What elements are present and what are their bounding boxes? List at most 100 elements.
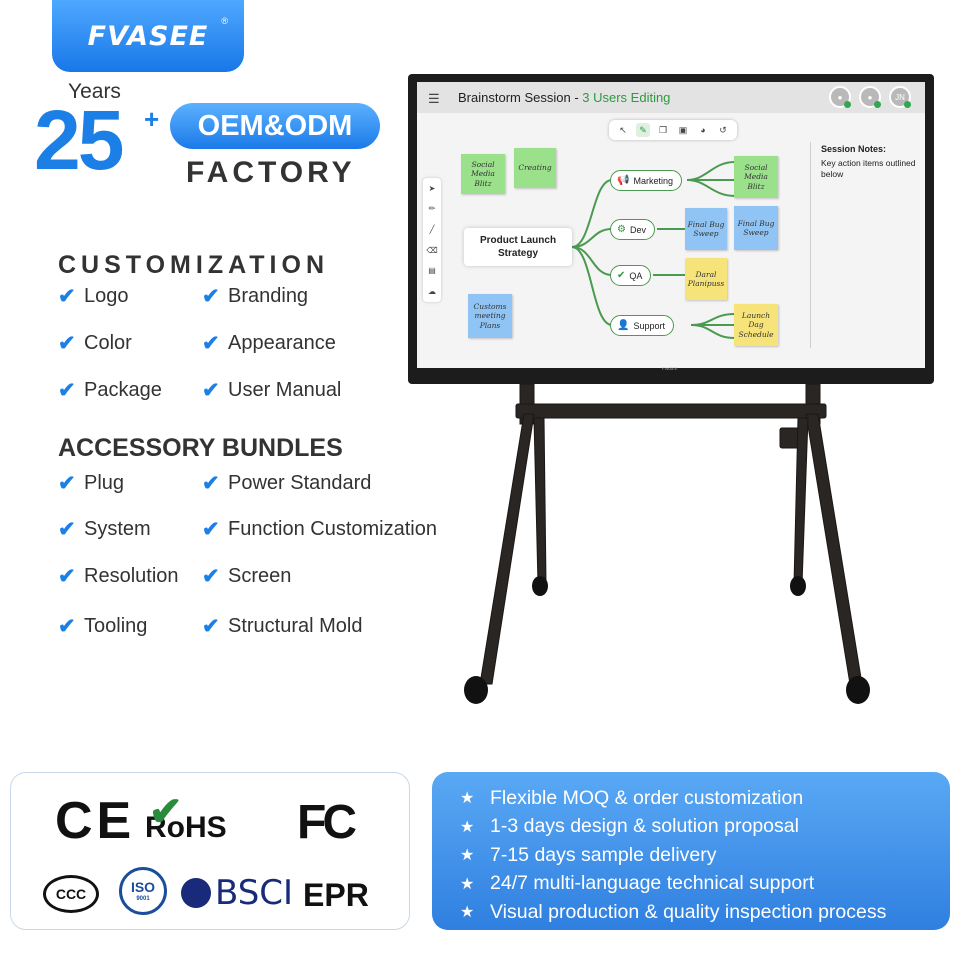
ce-mark: CE xyxy=(55,792,136,850)
check-icon: ✔ xyxy=(58,472,76,495)
interactive-display: ☰ Brainstorm Session - 3 Users Editing ●… xyxy=(408,74,934,384)
person-icon: 👤 xyxy=(617,320,630,331)
mobile-stand xyxy=(464,384,870,704)
side-toolbar: ➤ ✏ ╱ ⌫ ▤ ☁ xyxy=(423,178,441,302)
benefits-panel: ★ Flexible MOQ & order customization ★ 1… xyxy=(432,772,950,930)
years-number: 25 xyxy=(34,93,124,187)
branch-marketing[interactable]: 📢Marketing xyxy=(610,170,682,191)
item-label: Tooling xyxy=(84,615,148,637)
accessory-item: ✔ Function Customization xyxy=(202,517,437,542)
eraser-icon[interactable]: ⌫ xyxy=(426,245,438,255)
fcc-mark: FC xyxy=(297,796,357,849)
pen-tool-icon[interactable]: ✎ xyxy=(636,123,650,137)
hamburger-menu-icon[interactable]: ☰ xyxy=(428,91,440,106)
item-label: Package xyxy=(84,379,162,401)
oem-odm-badge: OEM&ODM xyxy=(170,103,380,149)
avatar-initials: JN xyxy=(895,92,905,102)
accessory-item: ✔ Plug xyxy=(58,471,124,496)
notes-title: Session Notes: xyxy=(821,144,887,154)
customization-item: ✔ Color xyxy=(58,331,132,356)
sticky-note[interactable]: Final Bug Sweep xyxy=(685,208,727,250)
star-icon: ★ xyxy=(460,790,475,808)
accessory-item: ✔ System xyxy=(58,517,151,542)
customization-item: ✔ Logo xyxy=(58,284,129,309)
sticky-note[interactable]: Customs meeting Plans xyxy=(468,294,512,338)
accessory-item: ✔ Screen xyxy=(202,564,291,589)
brand-name: FVASEE xyxy=(87,20,209,52)
item-label: Color xyxy=(84,332,132,354)
sticky-note[interactable]: Creating xyxy=(514,148,556,188)
check-icon: ✔ xyxy=(58,615,76,638)
user-avatar[interactable]: ● xyxy=(859,86,881,108)
notes-divider xyxy=(810,142,811,348)
star-icon: ★ xyxy=(460,847,475,865)
text-box-icon[interactable]: ▤ xyxy=(428,266,436,276)
mindmap-connectors xyxy=(571,161,736,339)
check-icon: ✔ xyxy=(202,518,220,541)
customization-item: ✔ Branding xyxy=(202,284,308,309)
rohs-label: RoHS xyxy=(145,811,227,844)
sticky-note[interactable]: Launch Dag Schedule xyxy=(734,304,778,346)
select-tool-icon[interactable]: ↖ xyxy=(619,124,627,135)
accessory-item: ✔ Structural Mold xyxy=(202,614,363,639)
branch-dev[interactable]: ⚙Dev xyxy=(610,219,655,240)
branch-support[interactable]: 👤Support xyxy=(610,315,674,336)
sticky-note[interactable]: Daral Planipuss xyxy=(685,258,727,300)
customization-item: ✔ Package xyxy=(58,378,162,403)
check-icon: ✔ xyxy=(58,332,76,355)
brand-logo: FVASEE ® xyxy=(52,0,244,72)
check-icon: ✔ xyxy=(202,472,220,495)
undo-icon[interactable]: ↺ xyxy=(719,124,727,135)
bezel-brand: FVASEE xyxy=(662,366,678,371)
benefit-text: 7-15 days sample delivery xyxy=(490,843,717,866)
star-icon: ★ xyxy=(460,818,475,836)
accessory-item: ✔ Tooling xyxy=(58,614,147,639)
item-label: Plug xyxy=(84,472,125,494)
check-icon: ✔ xyxy=(202,285,220,308)
whiteboard-screen[interactable]: ☰ Brainstorm Session - 3 Users Editing ●… xyxy=(417,82,925,368)
branch-label: QA xyxy=(629,270,643,281)
cloud-icon[interactable]: ☁ xyxy=(428,287,436,297)
star-icon: ★ xyxy=(460,875,475,893)
user-avatar[interactable]: ● xyxy=(829,86,851,108)
accessory-item: ✔ Resolution xyxy=(58,564,179,589)
cursor-icon[interactable]: ➤ xyxy=(428,183,436,193)
customization-item: ✔ Appearance xyxy=(202,331,336,356)
item-label: Power Standard xyxy=(228,472,372,494)
item-label: Screen xyxy=(228,565,292,587)
benefit-text: 24/7 multi-language technical support xyxy=(490,872,815,895)
rohs-mark: ✔ RoHS xyxy=(145,790,227,845)
line-icon[interactable]: ╱ xyxy=(429,225,435,235)
bsci-label: BSCI xyxy=(215,873,294,913)
star-icon: ★ xyxy=(460,904,475,922)
sticky-note[interactable]: Final Bug Sweep xyxy=(734,206,778,250)
item-label: User Manual xyxy=(228,379,342,401)
user-avatar[interactable]: JN xyxy=(889,86,911,108)
sticky-note[interactable]: Social Media Blitz xyxy=(734,156,778,198)
branch-qa[interactable]: ✔QA xyxy=(610,265,652,286)
drawing-toolbar: ↖ ✎ ❐ ▣ ◕ ↺ xyxy=(609,120,737,140)
benefit-item: ★ Visual production & quality inspection… xyxy=(460,898,950,927)
customization-item: ✔ User Manual xyxy=(202,378,341,403)
item-label: Function Customization xyxy=(228,518,437,540)
bsci-globe-icon xyxy=(181,878,211,908)
image-tool-icon[interactable]: ▣ xyxy=(678,124,688,135)
pencil-icon[interactable]: ✏ xyxy=(428,204,436,214)
trademark-symbol: ® xyxy=(221,16,228,26)
megaphone-icon: 📢 xyxy=(617,175,630,186)
branch-label: Marketing xyxy=(633,175,673,186)
branch-label: Support xyxy=(633,320,665,331)
copy-tool-icon[interactable]: ❐ xyxy=(658,124,668,135)
check-icon: ✔ xyxy=(58,518,76,541)
bsci-mark: BSCI xyxy=(181,873,293,913)
palette-tool-icon[interactable]: ◕ xyxy=(700,125,706,135)
session-name: Brainstorm Session - xyxy=(458,90,583,105)
benefit-item: ★ Flexible MOQ & order customization xyxy=(460,784,950,813)
item-label: Branding xyxy=(228,285,309,307)
gear-icon: ⚙ xyxy=(617,224,626,235)
sticky-note[interactable]: Social Media Blitz xyxy=(461,154,505,194)
factory-label: FACTORY xyxy=(186,156,356,189)
mindmap-center-node[interactable]: Product Launch Strategy xyxy=(464,228,572,266)
item-label: Logo xyxy=(84,285,129,307)
iso-mark: ISO 9001 xyxy=(119,867,167,915)
